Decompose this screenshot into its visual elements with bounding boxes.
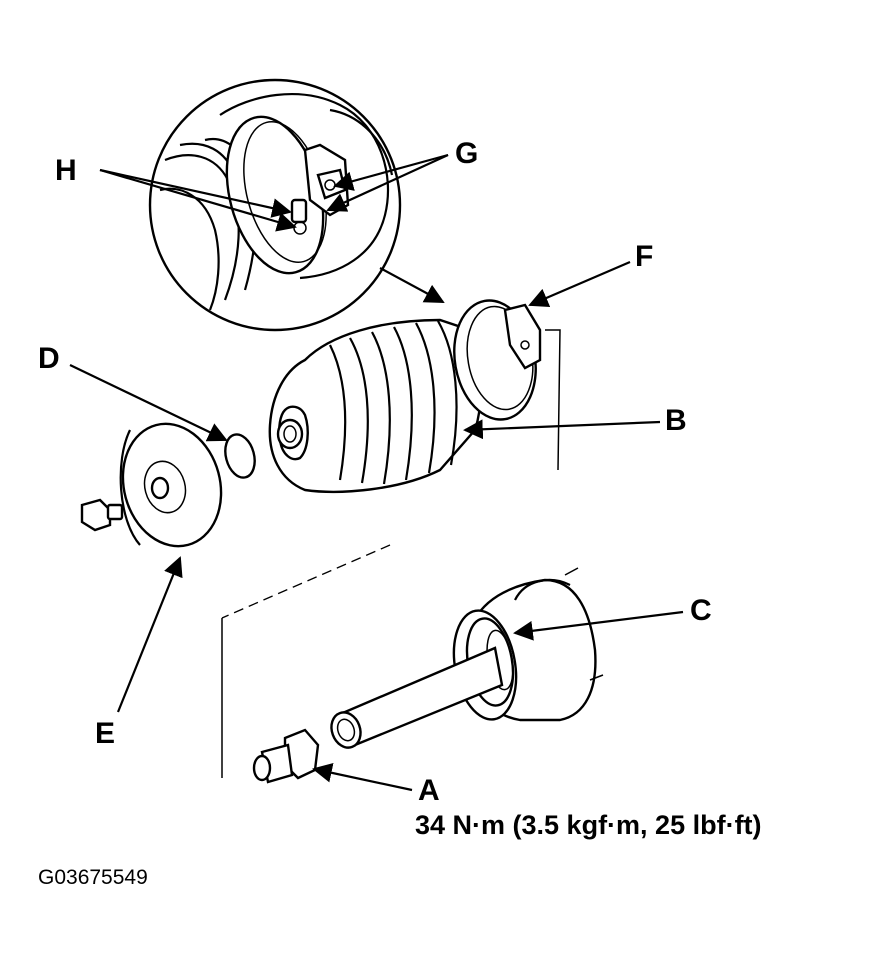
detail-magnifier <box>148 78 402 332</box>
figure-code: G03675549 <box>38 866 148 889</box>
retaining-ring <box>224 433 256 479</box>
driveshaft <box>330 646 504 749</box>
flange-bolt <box>80 498 124 532</box>
dynamic-damper <box>119 422 223 548</box>
label-a: A <box>418 774 440 807</box>
boot-band-clamp <box>453 299 542 421</box>
label-h: H <box>55 154 77 187</box>
plug-bolt <box>252 728 320 784</box>
torque-spec: 34 N·m (3.5 kgf·m, 25 lbf·ft) <box>415 810 762 840</box>
label-c: C <box>690 594 712 627</box>
label-d: D <box>38 342 60 375</box>
label-e: E <box>95 717 115 750</box>
inboard-joint <box>452 567 604 722</box>
label-b: B <box>665 404 687 437</box>
boot <box>268 318 482 493</box>
label-f: F <box>635 240 653 273</box>
label-g: G <box>455 137 478 170</box>
